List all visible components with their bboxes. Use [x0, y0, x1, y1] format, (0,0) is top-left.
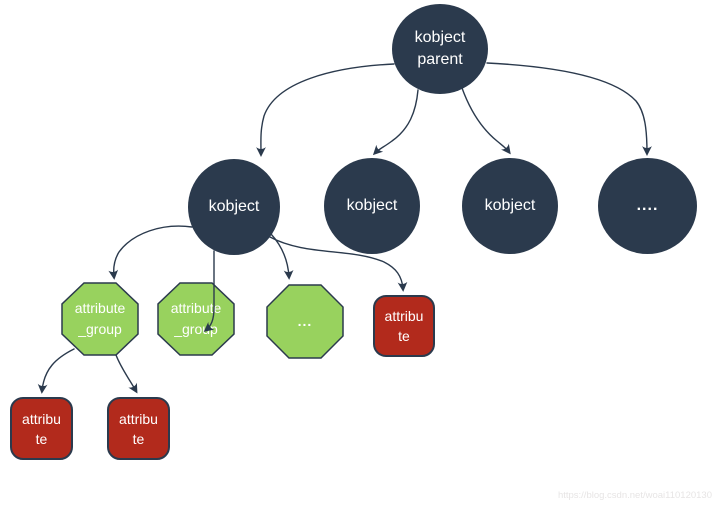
node-attribute-child: attribu te [373, 295, 435, 357]
node-kobject-2: kobject [324, 158, 420, 254]
edge-parent-to-kobject1 [256, 63, 395, 157]
edge-group1-to-attribute-leaf1 [37, 348, 75, 394]
node-attribute-leaf-2: attribu te [107, 397, 170, 460]
node-label: attribu [384, 308, 424, 324]
ellipsis-label: .... [636, 197, 659, 214]
node-kobject-more: .... [598, 158, 697, 254]
node-label: attribute [170, 300, 222, 316]
node-label: te [35, 430, 48, 447]
edge-parent-to-kobject-more [486, 62, 652, 156]
node-label: _group [78, 321, 122, 337]
node-attribute-group-more: ... [267, 285, 343, 358]
ellipsis-label: ... [297, 313, 313, 329]
node-label: _group [174, 321, 218, 337]
attribute-group-2-shape [157, 282, 235, 356]
edge-kobject1-to-group1 [108, 225, 193, 280]
node-label: kobject [208, 198, 260, 215]
attribute-group-more-shape [266, 284, 344, 359]
node-kobject-parent: kobject parent [392, 4, 488, 94]
attribute-group-1-shape [61, 282, 139, 356]
edge-kobject1-to-group2 [203, 250, 215, 332]
node-label: attribute [74, 300, 126, 316]
node-label: attribu [22, 410, 61, 427]
edge-parent-to-kobject2 [372, 89, 419, 156]
edge-kobject1-to-attribute [269, 236, 408, 292]
edge-kobject1-to-group-more [270, 233, 294, 280]
node-kobject-1: kobject [188, 159, 280, 255]
node-kobject-3: kobject [462, 158, 558, 254]
node-attribute-leaf-1: attribu te [10, 397, 73, 460]
edge-group1-to-attribute-leaf2 [115, 354, 138, 394]
node-attribute-group-1: attribute _group [62, 283, 138, 355]
node-label: te [398, 328, 410, 344]
edge-parent-to-kobject3 [461, 87, 511, 155]
node-label: parent [417, 51, 463, 68]
node-label: kobject [346, 197, 398, 214]
watermark-url: https://blog.csdn.net/woai110120130 [557, 490, 712, 501]
node-label: kobject [484, 197, 536, 214]
node-attribute-group-2: attribute _group [158, 283, 234, 355]
node-label: te [132, 430, 145, 447]
node-label: kobject [414, 29, 466, 46]
node-label: attribu [119, 410, 158, 427]
